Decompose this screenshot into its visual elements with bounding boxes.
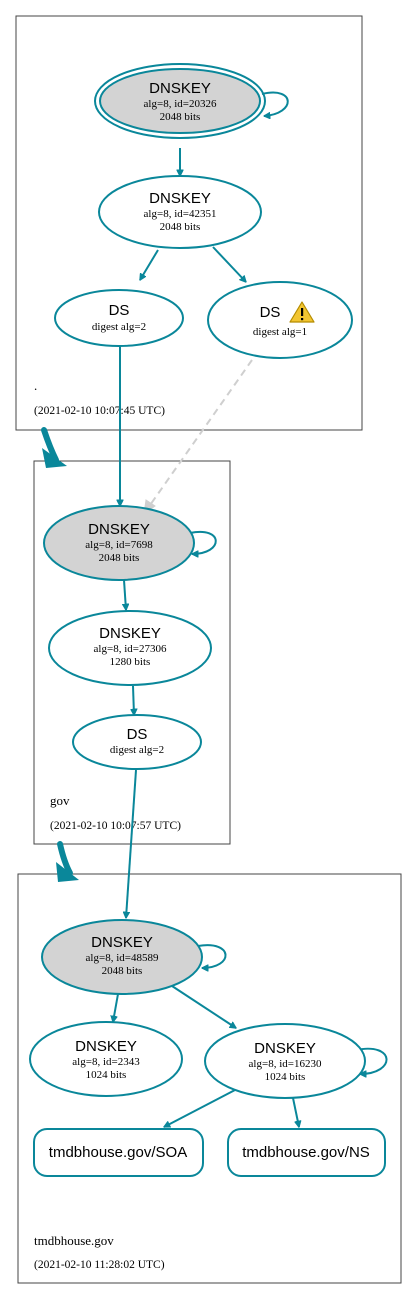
edge-gov-zsk-to-ds bbox=[133, 685, 134, 715]
node-gov-zsk-alg: alg=8, id=27306 bbox=[94, 643, 167, 655]
node-root-zsk-alg: alg=8, id=42351 bbox=[144, 208, 217, 220]
node-root-zsk[interactable]: DNSKEY alg=8, id=42351 2048 bits bbox=[98, 175, 262, 249]
node-gov-ksk[interactable]: DNSKEY alg=8, id=7698 2048 bits bbox=[43, 505, 195, 581]
node-tmdb-zsk-16230[interactable]: DNSKEY alg=8, id=16230 1024 bits bbox=[204, 1023, 366, 1099]
edge-gov-ds-to-tmdb-ksk bbox=[126, 769, 137, 918]
node-root-ksk-title: DNSKEY bbox=[149, 80, 211, 97]
node-tmdb-zsk-2343-title: DNSKEY bbox=[75, 1038, 137, 1055]
node-root-ds-alg2[interactable]: DS digest alg=2 bbox=[54, 289, 184, 347]
zone-root: . (2021-02-10 10:07:45 UTC) bbox=[15, 15, 363, 431]
node-gov-ksk-alg: alg=8, id=7698 bbox=[85, 539, 153, 551]
node-tmdb-ns[interactable]: tmdbhouse.gov/NS bbox=[227, 1128, 386, 1177]
node-root-ds-alg2-title: DS bbox=[109, 302, 130, 319]
edges bbox=[113, 91, 388, 1128]
zone-root-name: . bbox=[34, 378, 37, 393]
node-root-ds-alg1[interactable]: DS digest alg=1 bbox=[207, 281, 353, 359]
edge-tmdb-zsk2-self bbox=[355, 1047, 388, 1074]
zone-tmdbhouse-name: tmdbhouse.gov bbox=[34, 1233, 114, 1248]
node-root-ksk-bits: 2048 bits bbox=[160, 111, 201, 123]
zone-root-timestamp: (2021-02-10 10:07:45 UTC) bbox=[34, 405, 165, 417]
node-tmdb-zsk-16230-title: DNSKEY bbox=[254, 1040, 316, 1057]
node-gov-ds-digest: digest alg=2 bbox=[110, 744, 164, 756]
node-root-ksk-alg: alg=8, id=20326 bbox=[144, 98, 217, 110]
node-gov-zsk-bits: 1280 bits bbox=[110, 656, 151, 668]
zone-root-box bbox=[15, 15, 363, 431]
node-tmdb-zsk-16230-alg: alg=8, id=16230 bbox=[249, 1058, 322, 1070]
edge-gov-ksk-to-zsk bbox=[124, 579, 126, 610]
node-tmdb-zsk-16230-bits: 1024 bits bbox=[265, 1071, 306, 1083]
node-gov-ksk-title: DNSKEY bbox=[88, 521, 150, 538]
edge-root-zsk-to-ds2 bbox=[139, 249, 159, 280]
node-gov-ksk-bits: 2048 bits bbox=[99, 552, 140, 564]
node-tmdb-ksk[interactable]: DNSKEY alg=8, id=48589 2048 bits bbox=[41, 919, 203, 995]
node-tmdb-soa[interactable]: tmdbhouse.gov/SOA bbox=[33, 1128, 204, 1177]
zone-tmdbhouse-box bbox=[17, 873, 402, 1284]
edge-root-zsk-to-ds1 bbox=[212, 246, 246, 282]
warning-icon bbox=[289, 301, 315, 323]
delegation-root-to-gov bbox=[41, 427, 67, 468]
edge-tmdb-zsk2-to-ns bbox=[292, 1097, 299, 1127]
zone-gov-name: gov bbox=[50, 793, 70, 808]
node-gov-ds-title: DS bbox=[127, 726, 148, 743]
edge-gov-ksk-self bbox=[189, 530, 217, 554]
node-gov-zsk[interactable]: DNSKEY alg=8, id=27306 1280 bits bbox=[48, 610, 212, 686]
delegation-gov-to-tmdbhouse bbox=[56, 841, 79, 882]
edge-tmdb-ksk-to-zsk2 bbox=[171, 985, 236, 1029]
node-tmdb-zsk-2343[interactable]: DNSKEY alg=8, id=2343 1024 bits bbox=[29, 1021, 183, 1097]
node-root-ds-alg1-digest: digest alg=1 bbox=[253, 326, 307, 338]
node-tmdb-ksk-alg: alg=8, id=48589 bbox=[86, 952, 159, 964]
node-tmdb-ns-label: tmdbhouse.gov/NS bbox=[242, 1144, 370, 1161]
node-tmdb-zsk-2343-bits: 1024 bits bbox=[86, 1069, 127, 1081]
zone-gov-timestamp: (2021-02-10 10:07:57 UTC) bbox=[50, 820, 181, 832]
node-gov-ds[interactable]: DS digest alg=2 bbox=[72, 714, 202, 770]
edge-root-ds1-to-gov-ksk bbox=[147, 359, 253, 509]
node-root-zsk-bits: 2048 bits bbox=[160, 221, 201, 233]
node-root-ds-alg2-digest: digest alg=2 bbox=[92, 321, 146, 333]
node-tmdb-ksk-bits: 2048 bits bbox=[102, 965, 143, 977]
edge-tmdb-ksk-self bbox=[197, 944, 227, 968]
node-root-ds-alg1-title: DS bbox=[260, 304, 281, 321]
node-gov-zsk-title: DNSKEY bbox=[99, 625, 161, 642]
node-root-ksk[interactable]: DNSKEY alg=8, id=20326 2048 bits bbox=[94, 63, 266, 139]
edge-tmdb-zsk2-to-soa bbox=[164, 1089, 236, 1128]
node-tmdb-soa-label: tmdbhouse.gov/SOA bbox=[49, 1144, 187, 1161]
node-root-zsk-title: DNSKEY bbox=[149, 190, 211, 207]
node-tmdb-ksk-title: DNSKEY bbox=[91, 934, 153, 951]
edge-tmdb-ksk-to-zsk1 bbox=[113, 993, 119, 1022]
zone-tmdbhouse: tmdbhouse.gov (2021-02-10 11:28:02 UTC) bbox=[17, 873, 402, 1284]
zone-tmdbhouse-timestamp: (2021-02-10 11:28:02 UTC) bbox=[34, 1259, 165, 1271]
node-tmdb-zsk-2343-alg: alg=8, id=2343 bbox=[72, 1056, 140, 1068]
edge-root-ksk-self bbox=[261, 91, 289, 116]
